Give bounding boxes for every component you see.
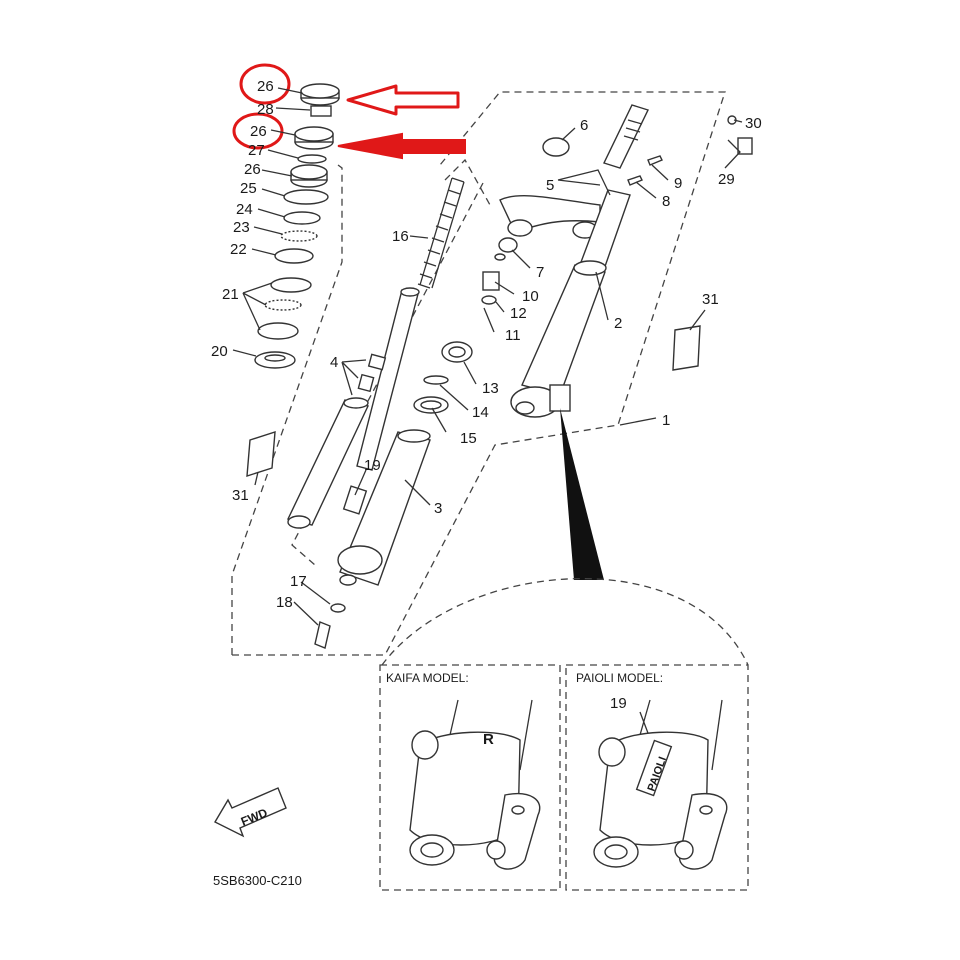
- callout-31-right: 31: [702, 291, 719, 308]
- race-20: [254, 351, 296, 369]
- washer-27: [297, 154, 327, 164]
- callout-31-left: 31: [232, 487, 249, 504]
- callout-numbers: 26 28 26 27 26 25 24 23 22 21 20 16 4 31…: [211, 78, 762, 611]
- cap-6: [542, 137, 570, 157]
- callout-16: 16: [392, 228, 409, 245]
- callout-26-top: 26: [257, 78, 274, 95]
- leader-lines: [232, 87, 743, 626]
- callout-7: 7: [536, 264, 544, 281]
- outer-tube-2: [510, 189, 631, 418]
- kaifa-mark: R: [483, 731, 494, 748]
- washer-28: [310, 105, 332, 117]
- callout-17: 17: [290, 573, 307, 590]
- paioli-title: PAIOLI MODEL:: [576, 671, 663, 685]
- callout-27: 27: [248, 142, 265, 159]
- callout-14: 14: [472, 404, 489, 421]
- callout-2: 2: [614, 315, 622, 332]
- fwd-arrow-icon: FWD: [214, 787, 287, 838]
- inner-tube-top: [603, 104, 649, 169]
- bracket-5: [499, 195, 601, 239]
- kaifa-title: KAIFA MODEL:: [386, 671, 469, 685]
- left-fork-leg: [286, 177, 473, 649]
- bolt-17-18: [314, 603, 346, 649]
- race-25: [283, 189, 329, 205]
- ring-nut-26-bottom: [290, 164, 328, 188]
- callout-24: 24: [236, 201, 253, 218]
- callout-1: 1: [662, 412, 670, 429]
- inset-paioli: PAIOLI MODEL: 19 PAIOLI: [565, 664, 749, 891]
- oil-seal-13-14-15: [413, 341, 473, 414]
- right-fork-leg: [481, 104, 753, 418]
- callout-11: 11: [505, 327, 521, 344]
- callout-10: 10: [522, 288, 539, 305]
- callout-21: 21: [222, 286, 239, 303]
- callout-26-bottom: 26: [244, 161, 261, 178]
- callout-6: 6: [580, 117, 588, 134]
- callout-22: 22: [230, 241, 247, 258]
- outer-tube-3: [337, 429, 431, 586]
- ring-nut-26-top: [300, 83, 340, 106]
- damper-rod-4: [356, 287, 420, 471]
- callout-23: 23: [233, 219, 250, 236]
- callout-4: 4: [330, 354, 338, 371]
- race-21: [257, 277, 312, 340]
- inner-tube: [286, 397, 369, 529]
- callout-25: 25: [240, 180, 257, 197]
- callout-5: 5: [546, 177, 554, 194]
- callout-20: 20: [211, 343, 228, 360]
- parts-7-10-12-11: [481, 237, 518, 305]
- callout-28: 28: [257, 101, 274, 118]
- callout-13: 13: [482, 380, 499, 397]
- bolts-8-9: [627, 155, 663, 186]
- callout-29: 29: [718, 171, 735, 188]
- highlights: [232, 63, 466, 160]
- steering-bearing-stack: [254, 83, 340, 369]
- ring-nut-26-middle: [294, 126, 334, 150]
- callout-19-paioli: 19: [610, 695, 627, 712]
- spring-16: [417, 177, 465, 289]
- callout-3: 3: [434, 500, 442, 517]
- assembly-outline: [231, 91, 726, 656]
- callout-26-middle: 26: [250, 123, 267, 140]
- callout-15: 15: [460, 430, 477, 447]
- callout-9: 9: [674, 175, 682, 192]
- highlight-arrow-middle: [337, 132, 466, 160]
- callout-19: 19: [364, 457, 381, 474]
- inset-connector: [381, 408, 749, 666]
- inset-kaifa: KAIFA MODEL: R: [379, 664, 561, 891]
- callout-30: 30: [745, 115, 762, 132]
- highlight-circle-top: [239, 63, 291, 105]
- highlight-circle-middle: [232, 112, 284, 150]
- race-22: [274, 248, 314, 264]
- highlight-arrow-top: [346, 84, 460, 116]
- callout-18: 18: [276, 594, 293, 611]
- race-24: [283, 211, 321, 225]
- callout-12: 12: [510, 305, 527, 322]
- callout-8: 8: [662, 193, 670, 210]
- ball-bearing-23: [280, 230, 318, 242]
- label-plates: [246, 325, 701, 477]
- drawing-code: 5SB6300-C210: [213, 873, 302, 888]
